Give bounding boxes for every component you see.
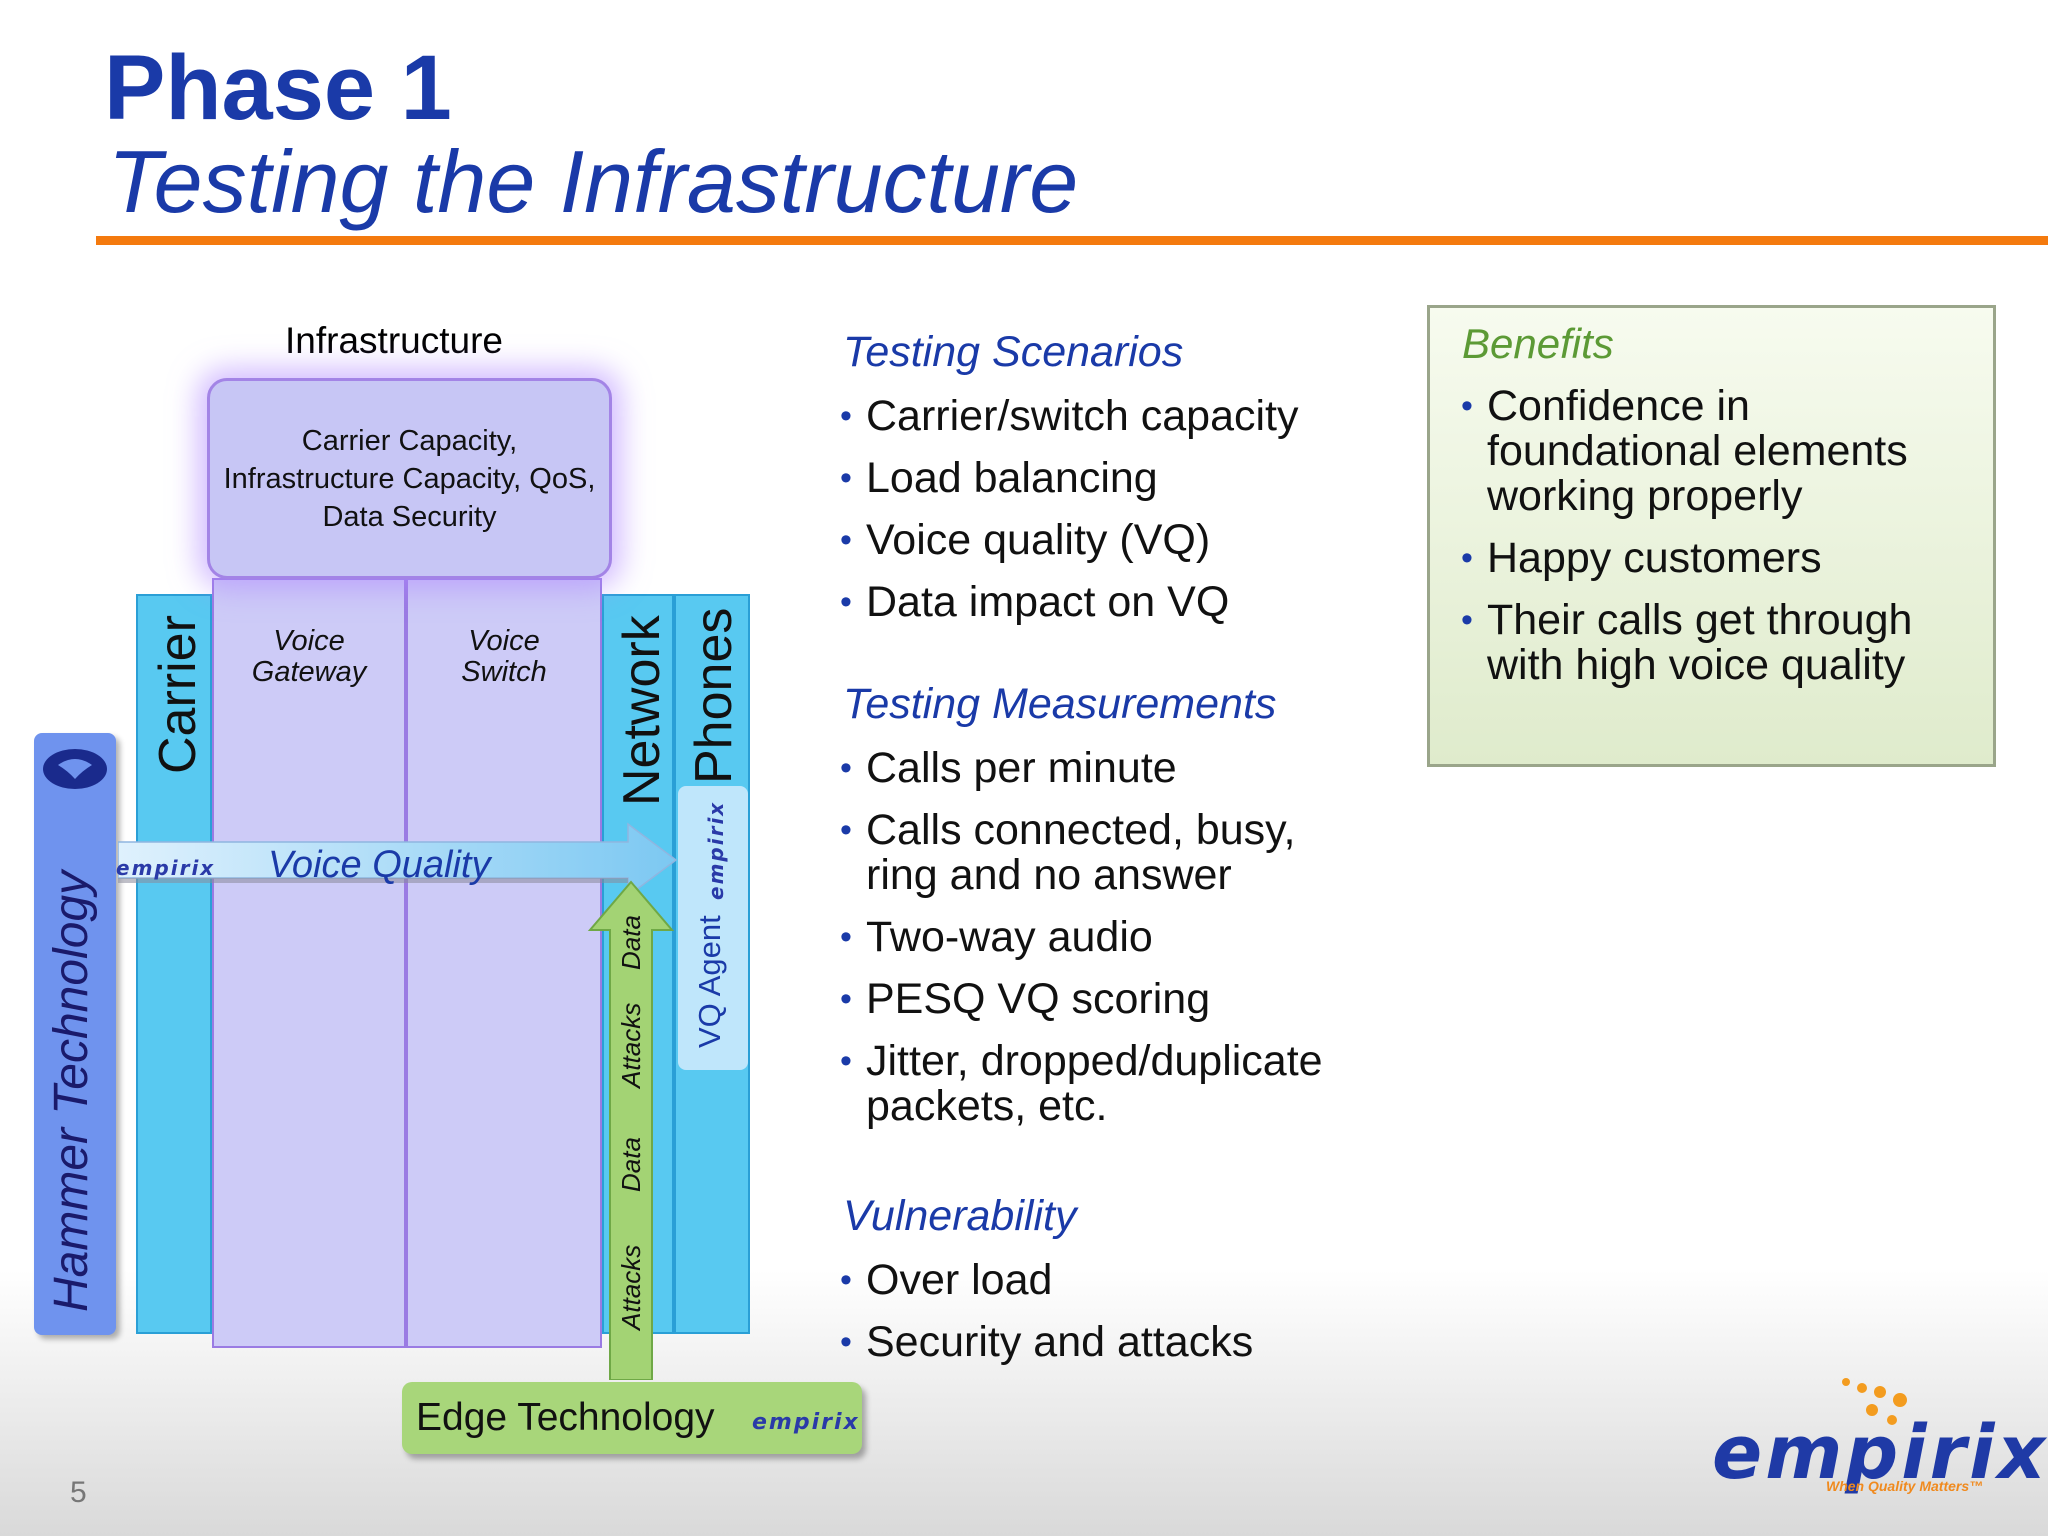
vq-agent-box	[678, 786, 748, 1070]
list-item: Calls connected, busy,ring and no answer	[840, 808, 1323, 898]
empirix-logo-dots-icon	[1842, 1378, 1907, 1425]
testing-scenarios-heading: Testing Scenarios	[843, 328, 1184, 376]
page-subtitle: Testing the Infrastructure	[108, 132, 1079, 231]
logo-tagline: When Quality Matters™	[1826, 1478, 1984, 1494]
list-item: Security and attacks	[840, 1320, 1253, 1366]
empirix-mini-logo: empirix	[752, 1410, 860, 1435]
testing-scenarios-list: Carrier/switch capacity Load balancing V…	[840, 394, 1299, 626]
data-arrow-label-1: Data	[616, 915, 646, 970]
list-item: Carrier/switch capacity	[840, 394, 1299, 440]
list-item: Voice quality (VQ)	[840, 518, 1299, 564]
data-arrow-label-3: Data	[616, 1137, 646, 1192]
hammer-logo-icon	[43, 749, 107, 789]
voice-quality-arrow	[118, 822, 678, 898]
vulnerability-heading: Vulnerability	[843, 1192, 1077, 1240]
edge-technology-box	[402, 1382, 862, 1454]
list-item: PESQ VQ scoring	[840, 977, 1323, 1023]
title-divider	[96, 236, 2048, 245]
list-item: Calls per minute	[840, 746, 1323, 792]
page-number: 5	[70, 1476, 87, 1509]
empirix-mini-logo: empirix	[116, 856, 216, 880]
hammer-technology-label: Hammer Technology	[45, 870, 98, 1312]
carrier-column	[136, 594, 212, 1334]
page-title: Phase 1	[104, 37, 452, 139]
voice-quality-label: Voice Quality	[268, 844, 491, 886]
testing-measurements-heading: Testing Measurements	[843, 680, 1277, 728]
edge-technology-label: Edge Technology	[416, 1396, 715, 1439]
vq-agent-label: VQ Agent	[692, 915, 727, 1048]
phones-label: Phones	[685, 607, 743, 784]
infrastructure-label: Infrastructure	[285, 320, 503, 361]
infrastructure-box: Carrier Capacity, Infrastructure Capacit…	[207, 378, 612, 579]
network-label: Network	[613, 615, 671, 806]
benefits-heading: Benefits	[1462, 320, 1614, 367]
list-item: Load balancing	[840, 456, 1299, 502]
list-item: Happy customers	[1461, 536, 1912, 582]
data-arrow-label-2: Attacks	[616, 1002, 646, 1088]
testing-measurements-list: Calls per minute Calls connected, busy,r…	[840, 746, 1323, 1129]
list-item: Over load	[840, 1258, 1253, 1304]
empirix-logo: empirix	[1712, 1410, 2048, 1496]
empirix-mini-logo: empirix	[704, 800, 728, 900]
list-item: Two-way audio	[840, 915, 1323, 961]
carrier-label: Carrier	[149, 615, 207, 774]
data-arrow-label-4: Attacks	[616, 1244, 646, 1330]
list-item: Data impact on VQ	[840, 580, 1299, 626]
vulnerability-list: Over load Security and attacks	[840, 1258, 1253, 1366]
hammer-technology-bar	[34, 733, 116, 1335]
data-attacks-arrow	[587, 880, 675, 1380]
